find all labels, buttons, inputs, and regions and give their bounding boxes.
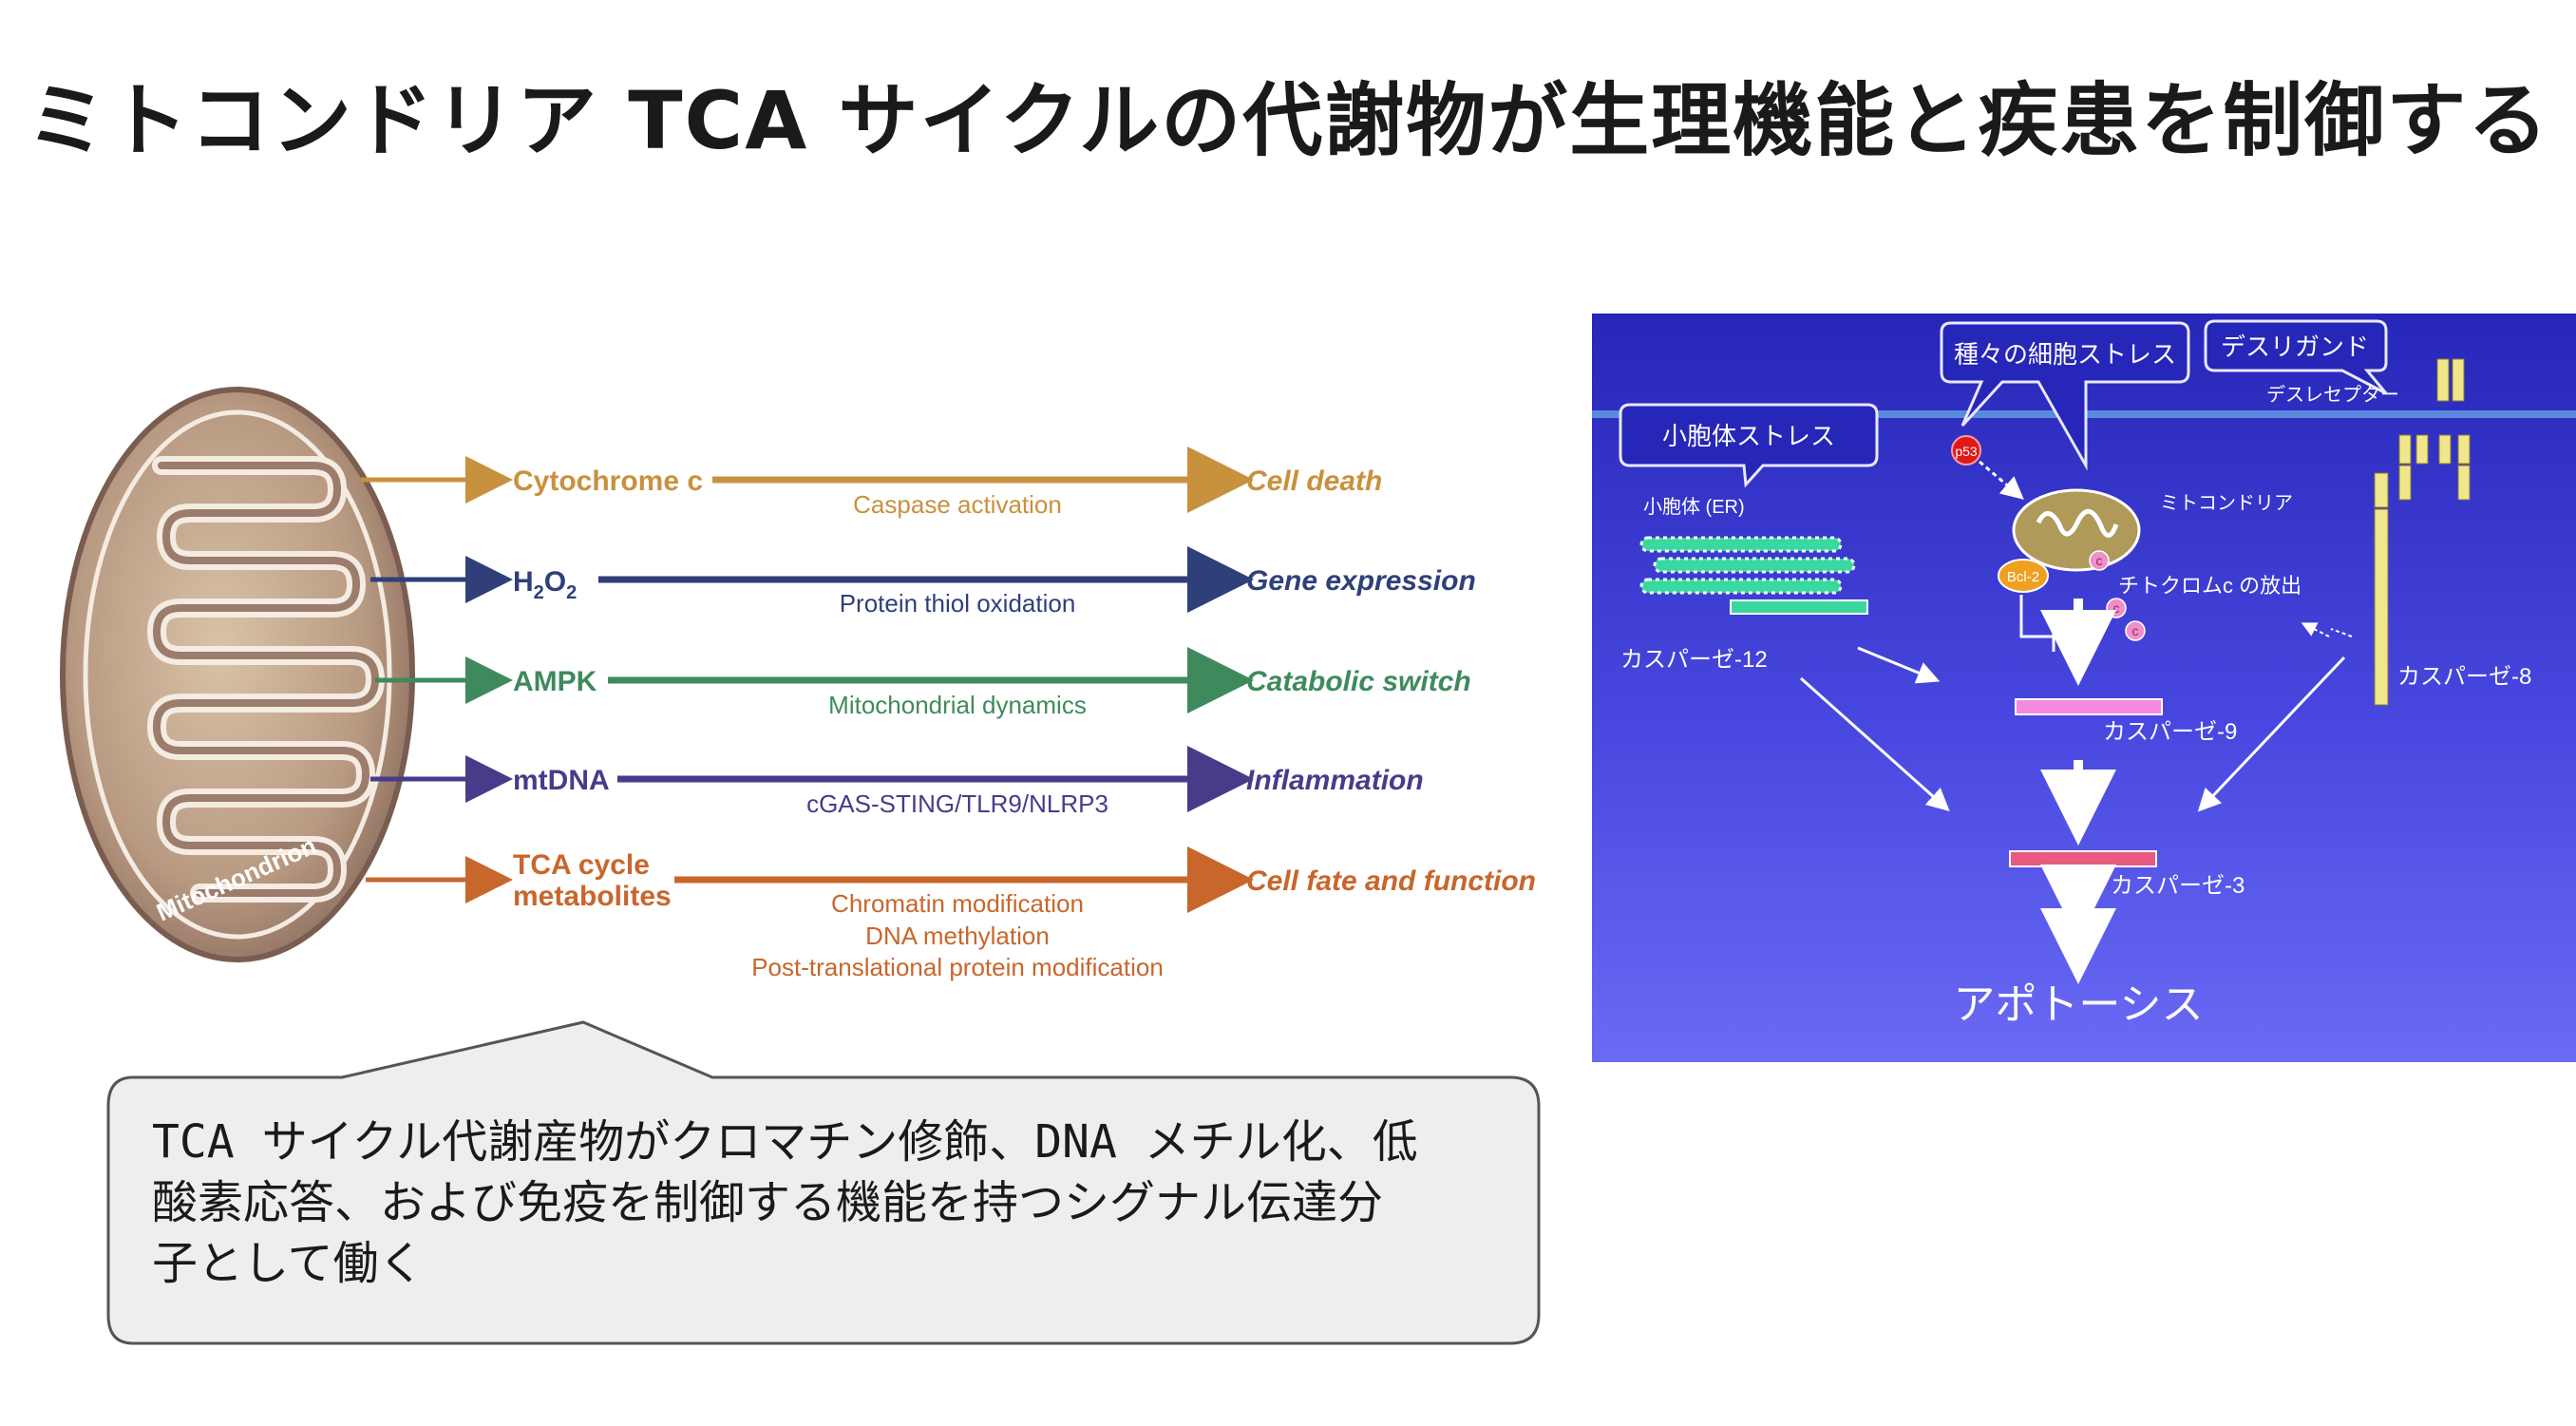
apoptosis-label: アポトーシス bbox=[1953, 981, 2203, 1028]
er-stress-bubble bbox=[1619, 403, 1879, 488]
caspase-12-label: カスパーゼ-12 bbox=[1620, 647, 1768, 673]
cell-stress-label: 種々の細胞ストレス bbox=[1954, 340, 2176, 369]
pathway-source-label: H2O2 bbox=[513, 566, 577, 603]
p53-icon bbox=[1951, 435, 1981, 466]
mitochondrion-icon bbox=[60, 387, 415, 962]
caspase-8-label: カスパーゼ-8 bbox=[2397, 664, 2531, 690]
mitochondria-label: ミトコンドリア bbox=[2160, 493, 2293, 514]
pathway-process-label: cGAS-STING/TLR9/NLRP3 bbox=[806, 789, 1108, 818]
death-ligand-label: デスリガンド bbox=[2221, 333, 2369, 361]
caspase12-to-9-arrow bbox=[1857, 646, 1941, 684]
caspase12-to-3-arrow bbox=[1800, 676, 1950, 811]
cytc-release-arrow bbox=[2330, 628, 2353, 637]
caspase-3-icon bbox=[2009, 850, 2157, 867]
caspase8-to-3-arrow bbox=[2197, 656, 2346, 812]
pathway-outcome-label: Cell fate and function bbox=[1246, 865, 1536, 897]
cytc-label: c bbox=[2132, 623, 2139, 638]
callout-line: 酸素応答、および免疫を制御する機能を持つシグナル伝達分 bbox=[152, 1176, 1384, 1229]
h2o2-sub2: 2 bbox=[566, 582, 577, 603]
h2o2-h: H bbox=[513, 566, 534, 598]
caspase-3-label: カスパーゼ-3 bbox=[2111, 873, 2245, 899]
pathway-source-label-line2: metabolites bbox=[513, 881, 672, 912]
h2o2-o: O bbox=[544, 566, 566, 598]
callout-text: TCA サイクル代謝産物がクロマチン修飾、DNA メチル化、低 酸素応答、および… bbox=[152, 1112, 1520, 1294]
cytc-label: c bbox=[2113, 600, 2120, 616]
pathway-process-label: Protein thiol oxidation bbox=[840, 589, 1076, 618]
slide-title: ミトコンドリア TCA サイクルの代謝物が生理機能と疾患を制御する bbox=[27, 74, 2550, 167]
caspase-9-label: カスパーゼ-9 bbox=[2103, 719, 2237, 745]
cell-stress-bubble bbox=[1940, 321, 2190, 471]
bcl2-icon bbox=[1998, 559, 2049, 593]
cytc-release-label: チトクロムc の放出 bbox=[2118, 574, 2301, 598]
er-stress-label: 小胞体ストレス bbox=[1662, 422, 1835, 450]
callout-bubble bbox=[106, 1020, 1541, 1345]
death-ligand-bubble bbox=[2204, 319, 2388, 395]
caspase-9-icon bbox=[2015, 698, 2163, 715]
pathway-source-label: Cytochrome c bbox=[513, 466, 703, 497]
cytc-release-arrow bbox=[2301, 622, 2330, 637]
pathway-source-label: AMPK bbox=[513, 666, 597, 697]
h2o2-sub1: 2 bbox=[534, 582, 544, 603]
pathway-outcome-label: Catabolic switch bbox=[1246, 666, 1471, 697]
er-icon bbox=[1639, 536, 1868, 615]
er-label: 小胞体 (ER) bbox=[1643, 496, 1745, 518]
death-receptor-icon bbox=[2374, 358, 2471, 706]
mitochondrion-signaling-figure: Mitochondrion Cytochrome c Caspase activ… bbox=[60, 387, 1536, 981]
callout-line: 子として働く bbox=[152, 1237, 425, 1290]
pathway-process-label: DNA methylation bbox=[865, 922, 1050, 950]
apoptosis-pathway-panel: 小胞体ストレス 種々の細胞ストレス デスリガンド デスレセプター 小胞体 (ER… bbox=[1592, 314, 2576, 1062]
pathway-process-label: Caspase activation bbox=[853, 490, 1062, 519]
mitochondria-icon bbox=[2012, 488, 2141, 572]
p53-label: p53 bbox=[1955, 444, 1978, 459]
pathway-outcome-label: Inflammation bbox=[1246, 765, 1424, 796]
cytc-label: c bbox=[2096, 553, 2103, 568]
bcl2-label: Bcl-2 bbox=[2007, 569, 2039, 585]
death-receptor-label: デスレセプター bbox=[2266, 384, 2399, 406]
pathway-source-label: mtDNA bbox=[513, 765, 610, 796]
pathway-process-label: Post-translational protein modification bbox=[751, 953, 1164, 981]
pathway-outcome-label: Cell death bbox=[1246, 466, 1382, 497]
pathway-process-label: Mitochondrial dynamics bbox=[828, 691, 1087, 719]
callout-line: TCA サイクル代謝産物がクロマチン修飾、DNA メチル化、低 bbox=[152, 1115, 1418, 1169]
pathway-source-label-line1: TCA cycle bbox=[513, 849, 650, 881]
pathway-process-label: Chromatin modification bbox=[831, 889, 1084, 918]
pathway-outcome-label: Gene expression bbox=[1246, 565, 1476, 597]
